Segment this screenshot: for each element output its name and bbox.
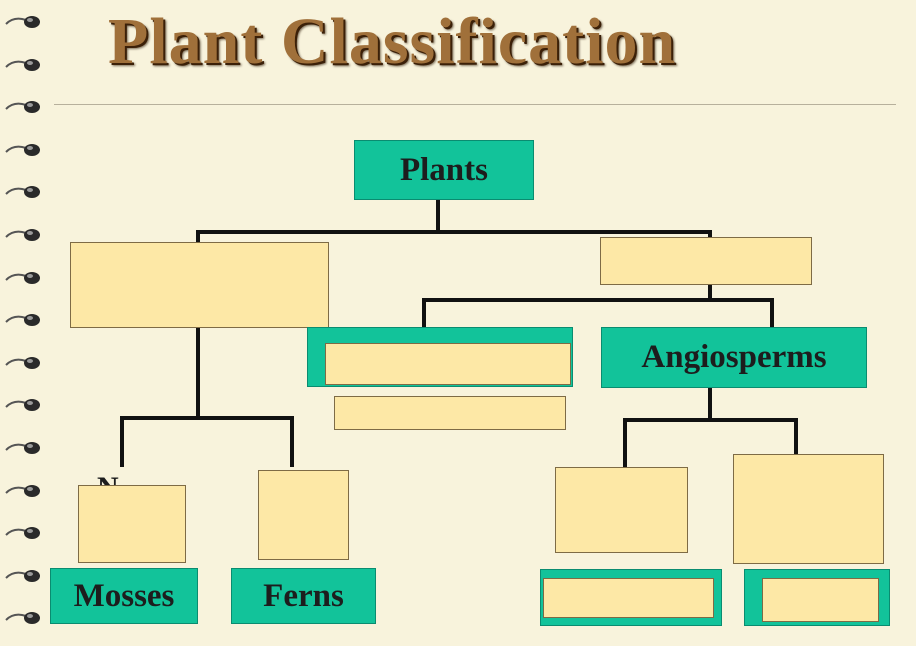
blank-box-left-group xyxy=(70,242,329,328)
node-plants: Plants xyxy=(354,140,534,200)
binding-ring xyxy=(5,484,40,497)
blank-box-monocot-desc xyxy=(555,467,688,553)
binding-ring xyxy=(5,229,40,241)
blank-box-right-group xyxy=(600,237,812,285)
binding-ring xyxy=(5,186,40,199)
binding-ring xyxy=(5,58,40,71)
binding-ring xyxy=(5,271,40,284)
blank-box-dicot-desc xyxy=(733,454,884,564)
binding-ring xyxy=(5,314,40,327)
binding-ring xyxy=(5,16,40,28)
binding-ring xyxy=(5,399,40,412)
blank-box-dicot xyxy=(762,578,879,622)
node-angiosperms: Angiosperms xyxy=(601,327,867,388)
binding-ring xyxy=(5,442,40,454)
blank-box-gymnosperm xyxy=(325,343,571,385)
binding-ring xyxy=(5,143,40,156)
binding-ring xyxy=(5,569,40,582)
node-plants-label: Plants xyxy=(399,151,488,188)
binding-ring xyxy=(5,527,40,540)
node-ferns-label: Ferns xyxy=(263,577,344,614)
stray-glyph: N xyxy=(97,473,137,487)
blank-box-gymnosperm-example xyxy=(334,396,566,430)
node-mosses-label: Mosses xyxy=(73,577,175,614)
blank-box-ferns-desc xyxy=(258,470,349,560)
node-mosses: Mosses xyxy=(50,568,198,624)
binding-ring xyxy=(5,612,40,625)
node-ferns: Ferns xyxy=(231,568,376,624)
spiral-binding xyxy=(0,0,44,646)
blank-box-mosses-desc xyxy=(78,485,186,563)
blank-box-monocot xyxy=(543,578,714,618)
binding-ring xyxy=(5,356,40,369)
title-divider xyxy=(54,104,896,105)
node-angiosperms-label: Angiosperms xyxy=(641,339,827,375)
binding-ring xyxy=(5,101,40,114)
page-title: Plant Classification xyxy=(108,5,677,78)
